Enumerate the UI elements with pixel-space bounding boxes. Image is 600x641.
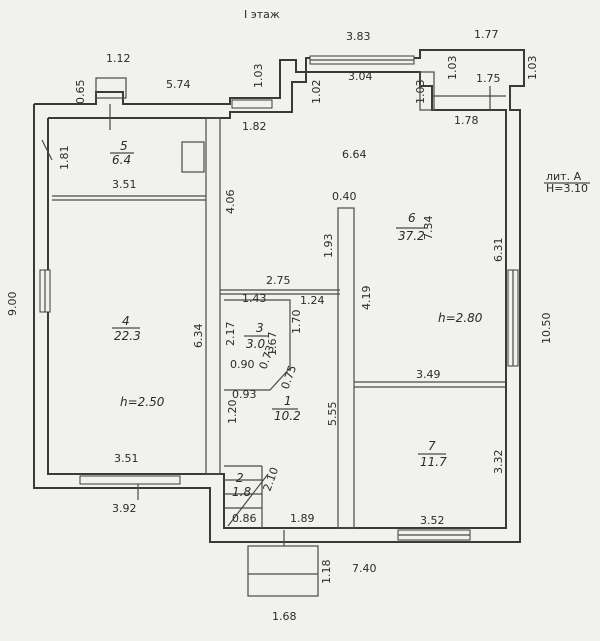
dim-4-19: 4.19 (360, 286, 373, 311)
dim-1-75: 1.75 (476, 72, 501, 85)
room-4-number: 4 (122, 314, 130, 328)
room-1-area: 10.2 (274, 409, 301, 423)
dim-1-12: 1.12 (106, 52, 131, 65)
room-3-number: 3 (256, 321, 264, 335)
dim-1-18: 1.18 (320, 560, 333, 585)
dimension-labels: 1.12 5.74 3.83 1.77 3.04 1.75 1.82 1.78 … (106, 28, 501, 623)
dim-2-75: 2.75 (266, 274, 291, 287)
room-4-area: 22.3 (114, 329, 141, 343)
dim-1-20: 1.20 (226, 400, 239, 425)
dim-1-78: 1.78 (454, 114, 479, 127)
room-3-area: 3.0 (246, 337, 265, 351)
dim-0-93: 0.93 (232, 388, 257, 401)
dim-0-90: 0.90 (230, 358, 255, 371)
lit-height: Н=3.10 (546, 182, 588, 195)
room-2-number: 2 (236, 471, 244, 485)
dim-3-83: 3.83 (346, 30, 371, 43)
room-5-number: 5 (120, 139, 128, 153)
dim-0-65: 0.65 (74, 80, 87, 105)
lit-label: лит. А (546, 170, 582, 183)
windows (39, 55, 519, 541)
interior-walls (52, 71, 506, 529)
room-1-number: 1 (284, 394, 292, 408)
height-label-left: h=2.50 (120, 395, 165, 409)
room-2-area: 1.8 (232, 485, 251, 499)
dim-3-49: 3.49 (416, 368, 441, 381)
dim-1-82: 1.82 (242, 120, 267, 133)
dim-5-55: 5.55 (326, 402, 339, 427)
dim-1-43: 1.43 (242, 292, 267, 305)
dim-1-03-a: 1.03 (252, 64, 265, 89)
dim-1-70: 1.70 (290, 310, 303, 335)
dim-6-64: 6.64 (342, 148, 367, 161)
dim-0-86: 0.86 (232, 512, 257, 525)
dim-3-51-bottom: 3.51 (114, 452, 139, 465)
dim-4-06: 4.06 (224, 190, 237, 215)
room-6-area: 37.2 (398, 229, 425, 243)
dim-1-89: 1.89 (290, 512, 315, 525)
dim-1-03-b: 1.03 (414, 80, 427, 105)
room-6-number: 6 (408, 211, 416, 225)
dim-2-10: 2.10 (261, 466, 282, 493)
dim-1-03-d: 1.03 (526, 56, 539, 81)
floor-title: I этаж (244, 8, 280, 21)
dim-1-77: 1.77 (474, 28, 499, 41)
dim-3-92: 3.92 (112, 502, 137, 515)
dim-5-74: 5.74 (166, 78, 191, 91)
dim-7-34: 7.34 (422, 216, 435, 241)
dim-3-51-top: 3.51 (112, 178, 137, 191)
dim-10-50: 10.50 (540, 313, 553, 345)
dim-7-40: 7.40 (352, 562, 377, 575)
dim-3-52: 3.52 (420, 514, 445, 527)
dim-0-40: 0.40 (332, 190, 357, 203)
dim-1-02: 1.02 (310, 80, 323, 105)
porch (95, 77, 319, 597)
room-5-area: 6.4 (112, 153, 131, 167)
room-7-area: 11.7 (420, 455, 447, 469)
dim-1-67: 1.67 (266, 332, 279, 357)
dim-2-17: 2.17 (224, 322, 237, 347)
dim-1-03-c: 1.03 (446, 56, 459, 81)
dim-3-04: 3.04 (348, 70, 373, 83)
dimension-lines (41, 86, 491, 500)
dim-9-00: 9.00 (6, 292, 19, 317)
height-label-right: h=2.80 (438, 311, 483, 325)
room-labels: 5 6.4 4 22.3 6 37.2 3 3.0 1 10.2 7 11.7 … (110, 139, 483, 499)
dim-1-93: 1.93 (322, 234, 335, 259)
dim-0-75: 0.75 (279, 364, 300, 391)
dim-1-24: 1.24 (300, 294, 325, 307)
dim-6-34: 6.34 (192, 324, 205, 349)
dim-1-68: 1.68 (272, 610, 297, 623)
room-7-number: 7 (428, 439, 436, 453)
dim-6-31: 6.31 (492, 238, 505, 263)
dim-1-81: 1.81 (58, 146, 71, 171)
outer-walls (33, 49, 525, 543)
dim-3-32: 3.32 (492, 450, 505, 475)
